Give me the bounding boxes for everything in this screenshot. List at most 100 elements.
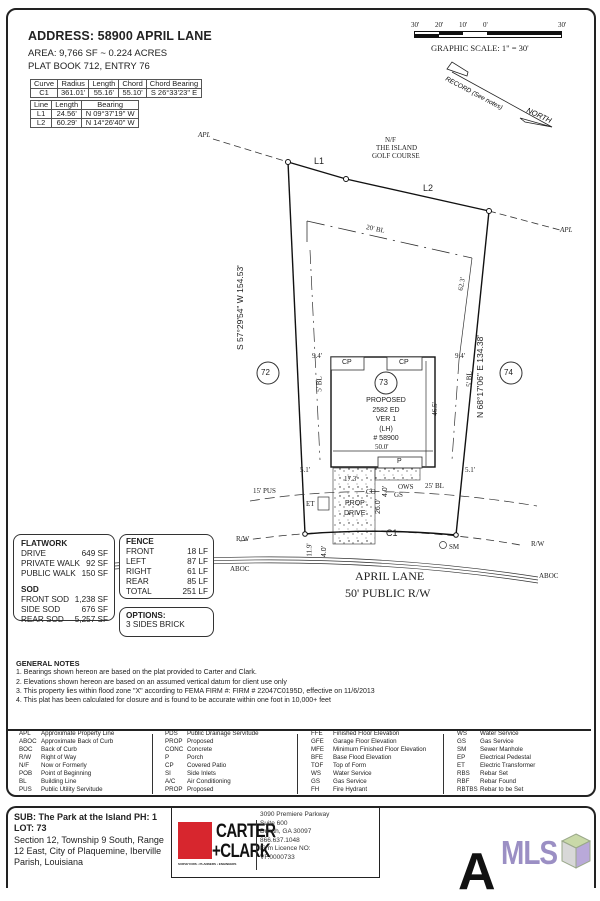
- scale-tick: 30': [411, 21, 420, 29]
- note-item: 2. Elevations shown hereon are based on …: [16, 678, 287, 686]
- options-box: OPTIONS: 3 SIDES BRICK: [119, 607, 214, 637]
- note-item: 3. This property lies within flood zone …: [16, 687, 375, 695]
- plat-book-text: PLAT BOOK 712, ENTRY 76: [28, 61, 150, 72]
- curve-radius: 361.01': [57, 88, 90, 98]
- scale-tick: 30': [558, 21, 567, 29]
- general-notes-title: GENERAL NOTES: [16, 659, 80, 668]
- lot-72: 72: [261, 368, 270, 377]
- note-item: 4. This plat has been calculated for clo…: [16, 697, 331, 705]
- side-dim-left: 9.4': [312, 352, 323, 360]
- curve-chord: 55.10': [118, 88, 147, 98]
- front-dim-left: 5.1': [300, 466, 311, 474]
- ows-label: OWS: [398, 483, 414, 491]
- neighbor-nf: N/F: [385, 136, 396, 144]
- street-row: 50' PUBLIC R/W: [345, 586, 431, 600]
- dim-26: 26.0': [374, 499, 382, 514]
- area-text: AREA: 9,766 SF ~ 0.224 ACRES: [28, 48, 168, 59]
- lot-73: 73: [379, 378, 388, 387]
- front-building-line: 25' BL: [425, 482, 444, 490]
- apl-label: APL: [560, 226, 573, 234]
- aboc-label: ABOC: [230, 565, 250, 573]
- table-row: C1 361.01' 55.16' 55.10' S 26°33'23" E: [29, 88, 203, 98]
- address-heading: ADDRESS: 58900 APRIL LANE: [28, 29, 212, 43]
- subdivision-name: SUB: The Park at the Island PH: 1: [14, 812, 158, 822]
- plat-drawing: RECORD (See notes) NORTH: [31, 61, 561, 584]
- sm-label: SM: [449, 543, 460, 551]
- rw-label: R/W: [531, 540, 545, 548]
- graphic-scale: 30' 20' 10' 0' 30' GRAPHIC SCALE: 1" = 3…: [411, 21, 570, 61]
- table-row: L2 60.29' N 14°26'40" W: [29, 118, 140, 128]
- notes-divider: [7, 729, 591, 731]
- side-bl-right: 5' BL: [465, 371, 474, 387]
- line-label-l1: L1: [314, 156, 325, 166]
- sod-title: SOD: [21, 585, 39, 594]
- legend-divider: [297, 734, 298, 794]
- curve-label-c1: C1: [386, 528, 398, 538]
- covered-patio-right: CP: [399, 359, 409, 366]
- lot-number: LOT: 73: [14, 823, 47, 834]
- side-bl-left: 5' BL: [315, 376, 324, 392]
- title-block-frame: [6, 806, 596, 888]
- house-label: PROPOSED 2582 ED VER 1 (LH) # 58900: [366, 397, 406, 442]
- dim-4-b: 4.0': [321, 545, 329, 558]
- scale-tick: 10': [459, 21, 468, 29]
- options-value: 3 SIDES BRICK: [126, 620, 185, 629]
- curve-chord-bearing: S 26°33'23" E: [145, 88, 203, 98]
- dim-4-a: 4.0': [382, 485, 390, 498]
- rear-building-line: 20' BL: [365, 223, 386, 235]
- drive-label: DRIVE: [344, 510, 366, 517]
- scale-label: GRAPHIC SCALE: 1" = 30': [431, 43, 529, 53]
- front-dim-right: 5.1': [465, 466, 476, 474]
- scale-tick: 20': [435, 21, 444, 29]
- et-label: ET: [306, 500, 315, 508]
- general-notes: GENERAL NOTES 1. Bearings shown hereon a…: [16, 659, 375, 705]
- line-id: L2: [29, 118, 53, 128]
- lot-74: 74: [504, 368, 513, 377]
- mls-watermark: MLS: [501, 834, 558, 872]
- firm-name: CARTER: [216, 820, 276, 843]
- line-bearing: N 14°26'40" W: [81, 118, 140, 128]
- dim-11-9: 11.9': [305, 543, 314, 557]
- gs-label: GS: [394, 491, 403, 499]
- co-label: CO: [366, 488, 376, 496]
- title-divider: [171, 808, 172, 878]
- legend-divider: [443, 734, 444, 794]
- dim-62: 62.3': [456, 276, 467, 292]
- fence-title: FENCE: [126, 537, 154, 546]
- options-title: OPTIONS:: [126, 611, 166, 620]
- neighbor-name: GOLF COURSE: [372, 152, 420, 160]
